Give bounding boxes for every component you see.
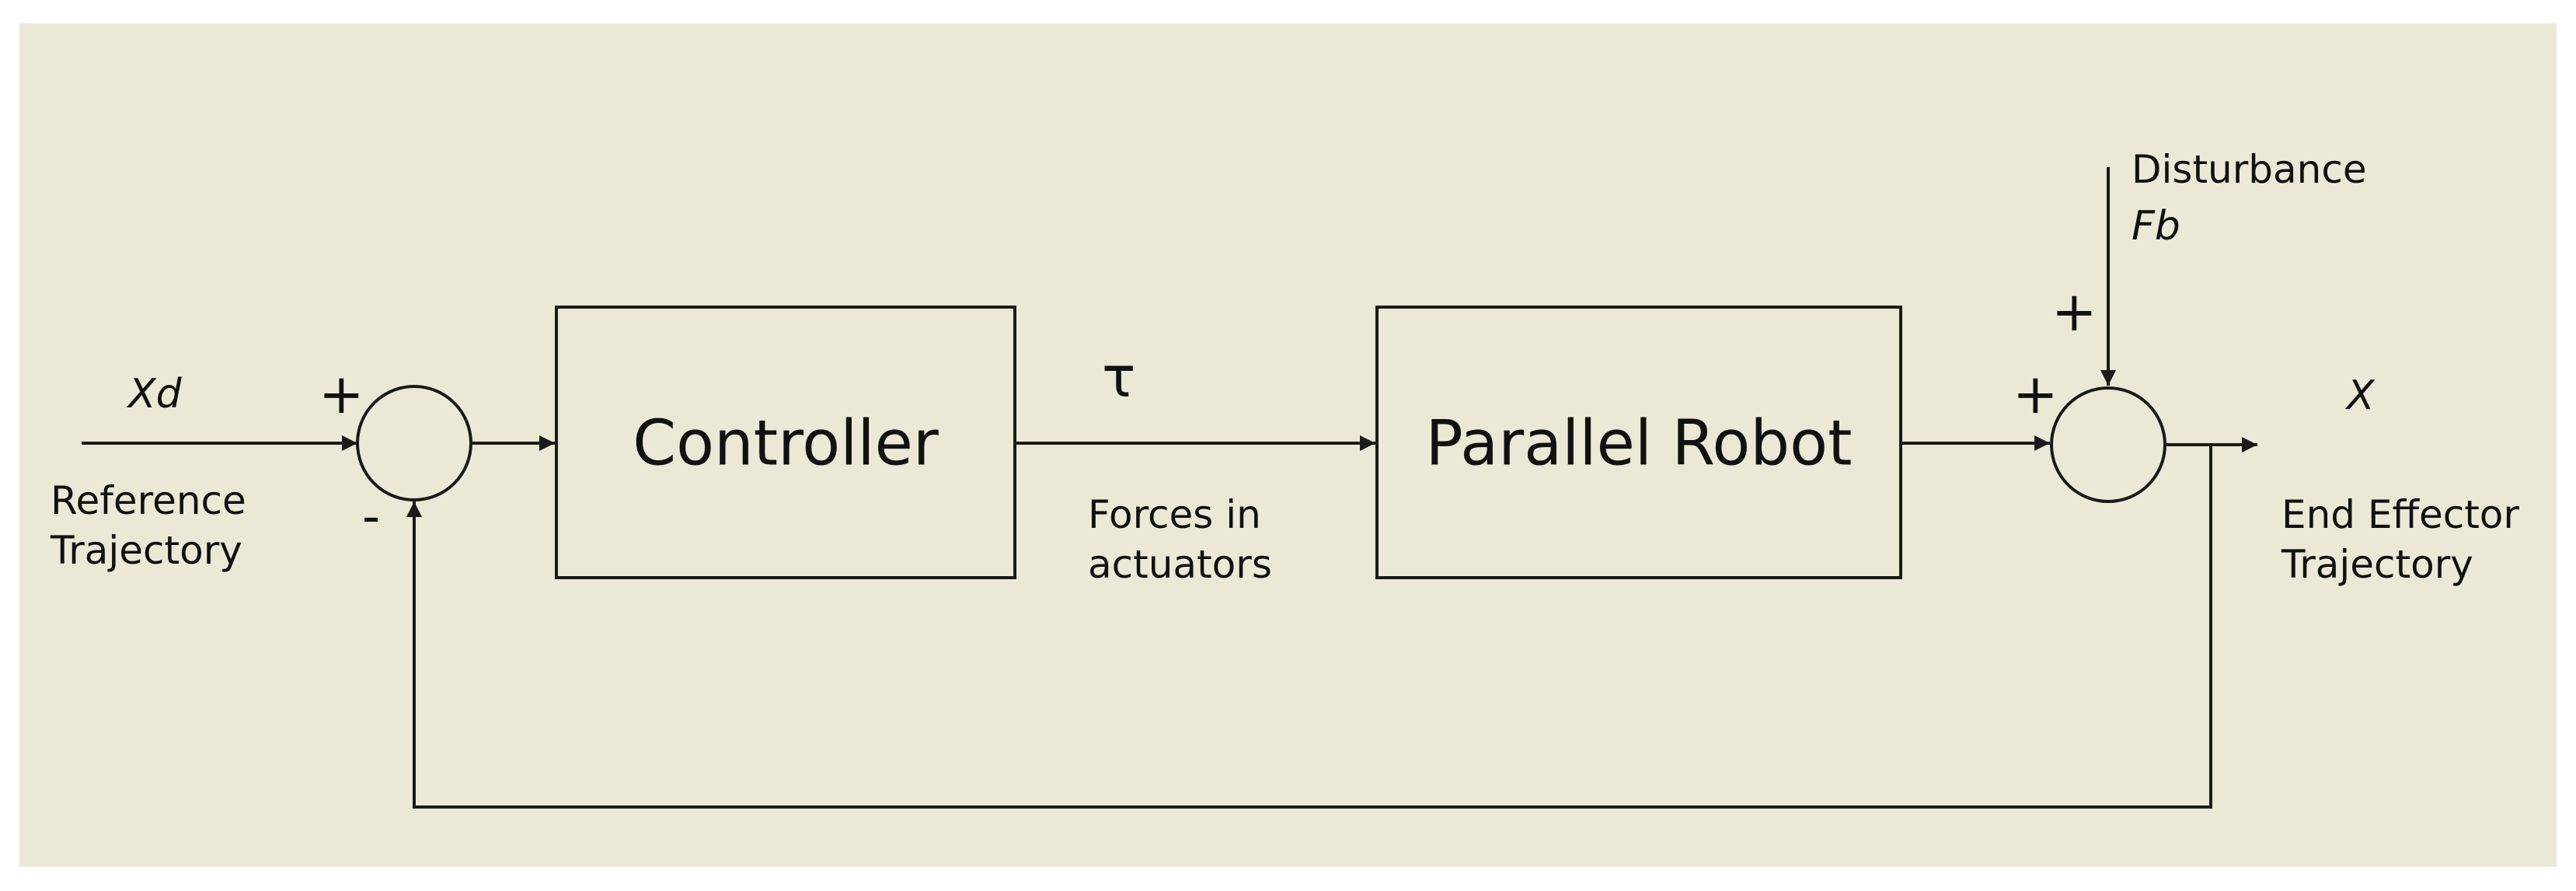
disturbance-label: Disturbance — [2132, 147, 2367, 192]
feedback-path — [406, 445, 2212, 809]
forces-line1: Forces in — [1088, 492, 1261, 537]
output-name-line1: End Effector — [2281, 492, 2519, 537]
diagram-background — [19, 23, 2557, 867]
forces-line2: actuators — [1088, 542, 1272, 587]
input-name-line1: Reference — [51, 478, 246, 523]
sum2-top-sign: + — [2051, 280, 2097, 344]
controller-label: Controller — [633, 407, 939, 480]
sum1-input-sign: + — [319, 362, 364, 426]
output-name-line2: Trajectory — [2281, 542, 2473, 587]
sum1-feedback-sign: - — [362, 488, 381, 546]
output-symbol-label: X — [2347, 372, 2375, 419]
input-symbol-label: Xd — [128, 371, 182, 418]
sum2-left-sign: + — [2013, 362, 2058, 426]
parallel-robot-label: Parallel Robot — [1425, 407, 1853, 480]
disturbance-symbol-label: Fb — [2132, 203, 2180, 250]
input-name-line2: Trajectory — [51, 528, 242, 573]
tau-symbol-label: τ — [1102, 344, 1136, 410]
